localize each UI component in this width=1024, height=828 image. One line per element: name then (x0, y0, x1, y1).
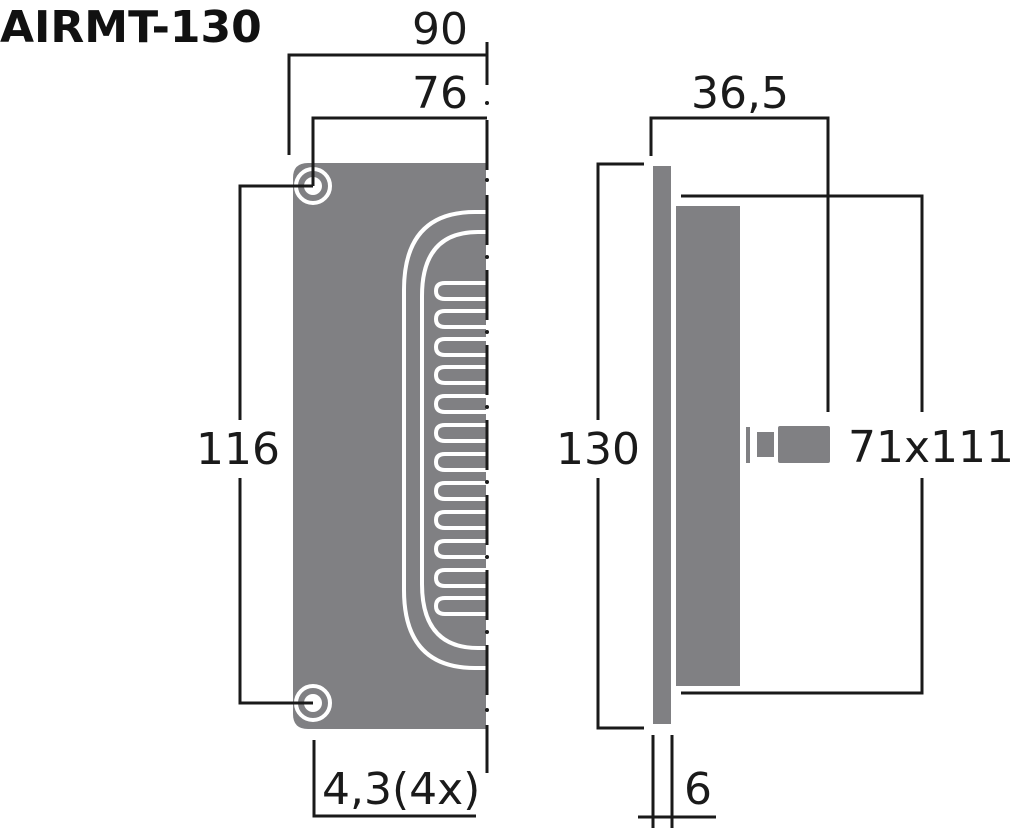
svg-text:76: 76 (412, 68, 468, 119)
svg-text:90: 90 (412, 4, 468, 55)
grille-inner-frame (420, 230, 486, 650)
svg-text:130: 130 (556, 424, 640, 475)
dimension-hole-diameter: 4,3(4x) (312, 740, 480, 818)
svg-text:4,3(4x): 4,3(4x) (322, 764, 480, 815)
svg-text:36,5: 36,5 (691, 68, 789, 119)
model-title: AIRMT-130 (0, 2, 262, 53)
dimension-116: 116 (196, 184, 313, 705)
front-view: 90 76 116 4,3(4x) (196, 4, 489, 818)
dimension-6: 6 (638, 735, 716, 828)
dimension-36-5: 36,5 (649, 68, 830, 412)
grille-outer-frame (402, 210, 486, 670)
dimension-76: 76 (311, 68, 487, 186)
terminal-pin (746, 427, 750, 463)
front-plate (293, 163, 486, 729)
dimension-130: 130 (556, 162, 644, 730)
body (676, 206, 740, 686)
terminal-base (757, 432, 774, 457)
side-view: 36,5 130 71x111 6 (556, 68, 1014, 828)
svg-text:71x111: 71x111 (848, 422, 1014, 473)
svg-text:6: 6 (684, 764, 712, 815)
centerline (485, 42, 489, 773)
svg-text:116: 116 (196, 424, 280, 475)
flange (653, 166, 671, 724)
dimension-71x111: 71x111 (681, 194, 1014, 695)
terminal-connector (778, 426, 830, 463)
dimension-90: 90 (287, 4, 487, 155)
grille-slots (433, 281, 486, 616)
